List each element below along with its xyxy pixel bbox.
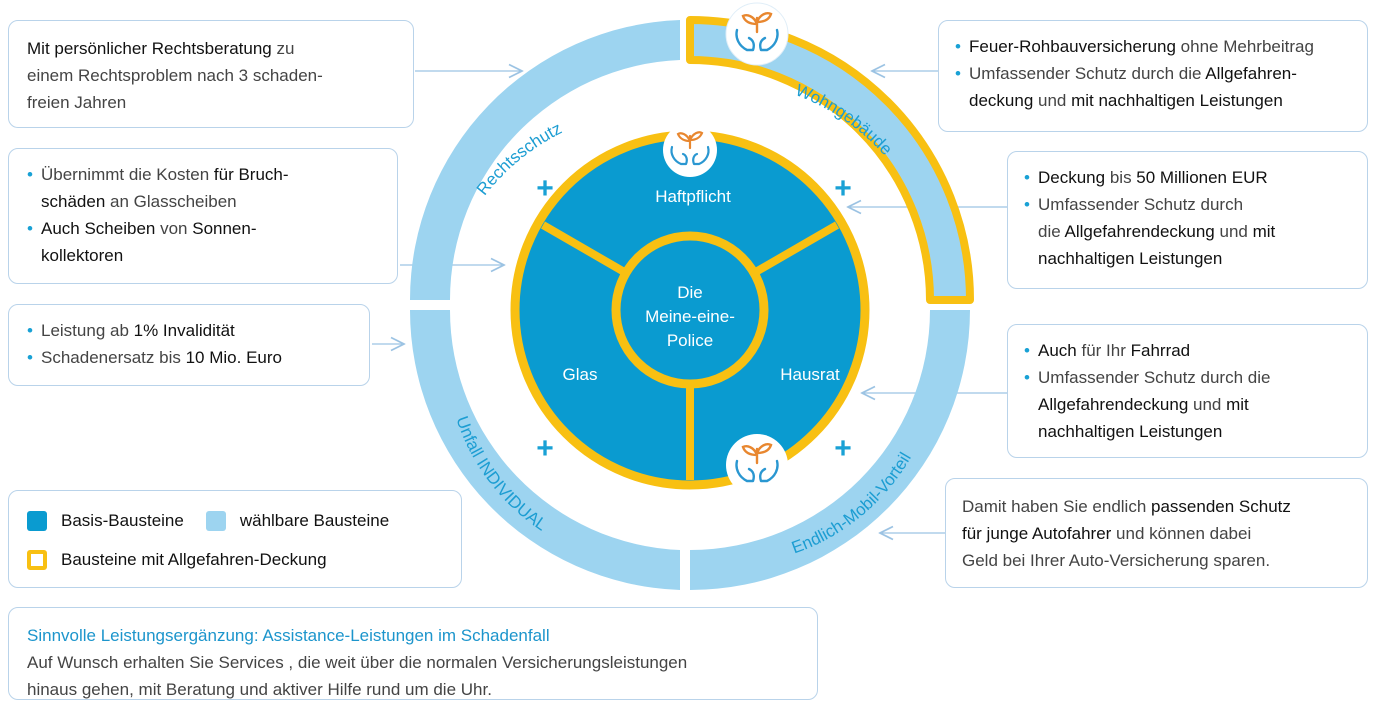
inner-disc bbox=[510, 130, 870, 490]
plant-hands-icon bbox=[726, 434, 788, 496]
plus-signs: + + + + bbox=[536, 172, 852, 465]
list-item: Feuer-Rohbauversicherung ohne Mehrbeitra… bbox=[955, 33, 1357, 60]
text-line: freien Jahren bbox=[27, 93, 127, 112]
assistance-line-1: Auf Wunsch erhalten Sie Services , die w… bbox=[27, 653, 688, 672]
assistance-line-2: hinaus gehen, mit Beratung und aktiver H… bbox=[27, 680, 492, 699]
center-line-1: Die bbox=[677, 283, 703, 302]
basis-swatch bbox=[27, 510, 47, 531]
list-item: Umfassender Schutz durch die Allgefahren… bbox=[1024, 364, 1357, 445]
plant-hands-icon bbox=[663, 123, 717, 177]
segment-endlich-mobil bbox=[690, 310, 970, 590]
legend-row: Bausteine mit Allgefahren-Deckung bbox=[27, 546, 447, 573]
text-line: Damit haben Sie endlich passenden Schutz bbox=[962, 497, 1291, 516]
plant-hands-icon bbox=[725, 2, 789, 66]
plus-icon: + bbox=[834, 432, 852, 465]
legend: Basis-Bausteine wählbare Bausteine Baust… bbox=[8, 490, 462, 588]
plus-icon: + bbox=[536, 172, 554, 205]
legend-allgefahren-label: Bausteine mit Allgefahren-Deckung bbox=[61, 550, 327, 569]
info-box-haftpflicht: Deckung bis 50 Millionen EUR Umfassender… bbox=[1007, 151, 1368, 289]
outer-ring bbox=[409, 16, 974, 590]
plus-icon: + bbox=[834, 172, 852, 205]
text-line: einem Rechtsproblem nach 3 schaden- bbox=[27, 66, 323, 85]
list-item: Übernimmt die Kosten für Bruch- schäden … bbox=[27, 161, 383, 215]
info-box-endlich-mobil: Damit haben Sie endlich passenden Schutz… bbox=[945, 478, 1368, 588]
list-item: Umfassender Schutz durch die Allgefahren… bbox=[1024, 191, 1357, 272]
assistance-title: Sinnvolle Leistungsergänzung: Assistance… bbox=[27, 626, 550, 645]
center-circle bbox=[611, 231, 769, 389]
legend-optional-label: wählbare Bausteine bbox=[239, 511, 390, 530]
list-item: Auch Scheiben von Sonnen- kollektoren bbox=[27, 215, 383, 269]
center-line-3: Police bbox=[667, 331, 713, 350]
label-hausrat: Hausrat bbox=[780, 365, 840, 384]
list-item: Schadenersatz bis 10 Mio. Euro bbox=[27, 344, 355, 371]
segment-rechtsschutz bbox=[409, 20, 680, 300]
center-line-2: Meine-eine- bbox=[645, 307, 735, 326]
segment-unfall bbox=[409, 310, 680, 590]
legend-row: Basis-Bausteine wählbare Bausteine bbox=[27, 507, 447, 534]
legend-basis-label: Basis-Bausteine bbox=[61, 511, 184, 530]
info-box-glas: Übernimmt die Kosten für Bruch- schäden … bbox=[8, 148, 398, 284]
text-line: Mit persönlicher Rechtsberatung zu bbox=[27, 39, 295, 58]
list-item: Leistung ab 1% Invalidität bbox=[27, 317, 355, 344]
list-item: Auch für Ihr Fahrrad bbox=[1024, 337, 1357, 364]
plus-icon: + bbox=[536, 432, 554, 465]
list-item: Deckung bis 50 Millionen EUR bbox=[1024, 164, 1357, 191]
text-line: Geld bei Ihrer Auto-Versicherung sparen. bbox=[962, 551, 1271, 570]
info-box-hausrat: Auch für Ihr Fahrrad Umfassender Schutz … bbox=[1007, 324, 1368, 458]
list-item: Umfassender Schutz durch die Allgefahren… bbox=[955, 60, 1357, 114]
assistance-box: Sinnvolle Leistungsergänzung: Assistance… bbox=[8, 607, 818, 700]
optional-swatch bbox=[205, 510, 226, 531]
info-box-unfall: Leistung ab 1% Invalidität Schadenersatz… bbox=[8, 304, 370, 386]
info-box-rechtsschutz: Mit persönlicher Rechtsberatung zu einem… bbox=[8, 20, 414, 128]
info-box-wohngebaeude: Feuer-Rohbauversicherung ohne Mehrbeitra… bbox=[938, 20, 1368, 132]
label-haftpflicht: Haftpflicht bbox=[655, 187, 731, 206]
text-line: für junge Autofahrer und können dabei bbox=[962, 524, 1252, 543]
segment-wohngebaeude bbox=[686, 16, 974, 304]
allgefahren-swatch bbox=[27, 549, 47, 570]
label-glas: Glas bbox=[563, 365, 598, 384]
